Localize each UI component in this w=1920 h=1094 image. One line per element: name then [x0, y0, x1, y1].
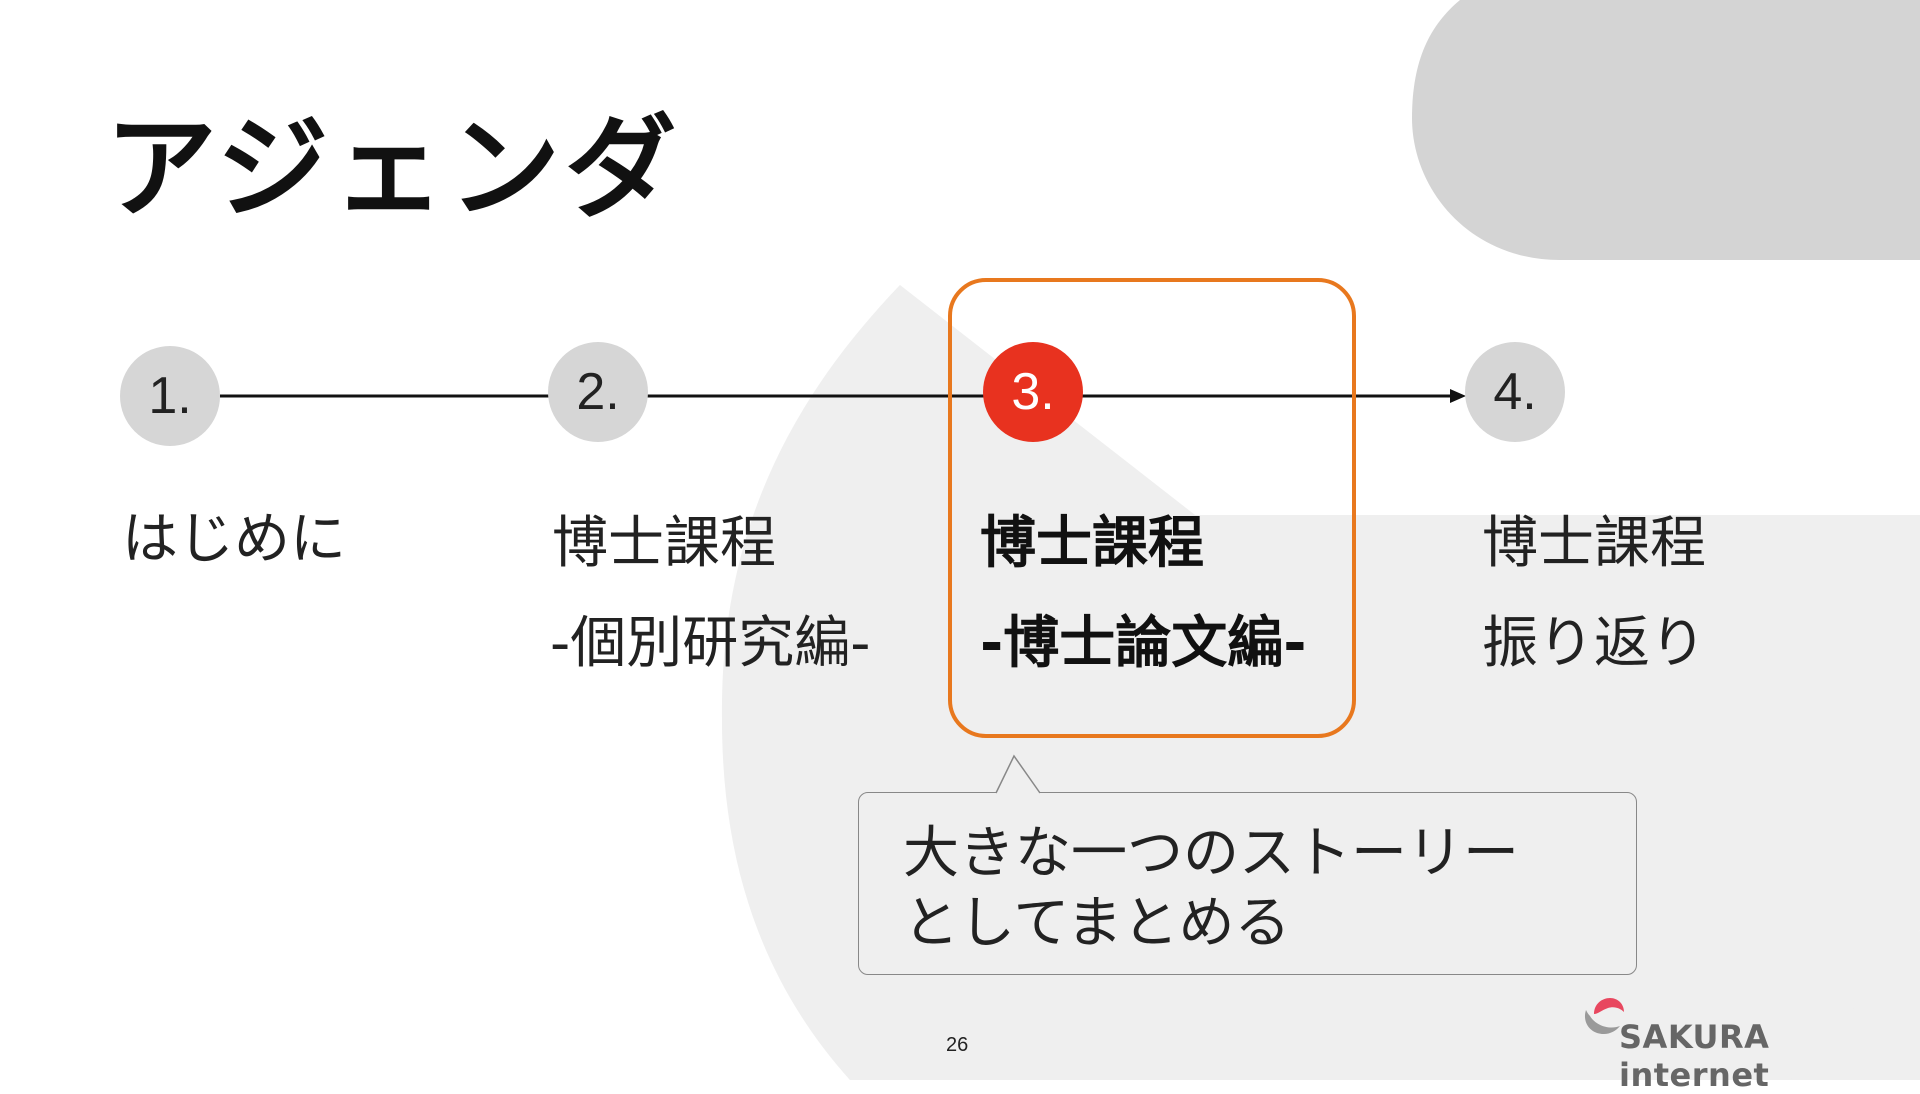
background-shape-top-right: [1412, 0, 1920, 260]
step-1-circle: 1.: [120, 346, 220, 446]
page-number: 26: [946, 1034, 969, 1056]
step-2-circle: 2.: [548, 342, 648, 442]
step-2-label-line1: 博士課程: [552, 511, 776, 576]
callout-line-1: 大きな一つのストーリー: [903, 821, 1519, 886]
step-2-label-line2: -個別研究編-: [550, 611, 871, 676]
speech-callout: 大きな一つのストーリー としてまとめる: [858, 792, 1637, 975]
step-1-number: 1.: [148, 367, 192, 425]
step-3-label-line2: -博士論文編-: [980, 611, 1307, 676]
callout-line-2: としてまとめる: [903, 891, 1291, 956]
step-2-number: 2.: [576, 363, 620, 421]
step-4-label-line2: 振り返り: [1482, 611, 1706, 676]
step-4-circle: 4.: [1465, 342, 1565, 442]
sakura-logo-icon: [1584, 998, 1624, 1034]
active-step-highlight: [948, 278, 1356, 738]
step-1-label: はじめに: [122, 507, 346, 572]
step-4-label-line1: 博士課程: [1482, 511, 1706, 576]
step-3-number: 3.: [1011, 363, 1055, 421]
timeline-arrowhead: [1450, 389, 1466, 403]
step-3-circle: 3.: [983, 342, 1083, 442]
step-4-number: 4.: [1493, 363, 1537, 421]
brand-name: SAKURA internet: [1619, 1018, 1770, 1094]
slide-title: アジェンダ: [105, 104, 681, 234]
step-3-label-line1: 博士課程: [980, 511, 1204, 576]
